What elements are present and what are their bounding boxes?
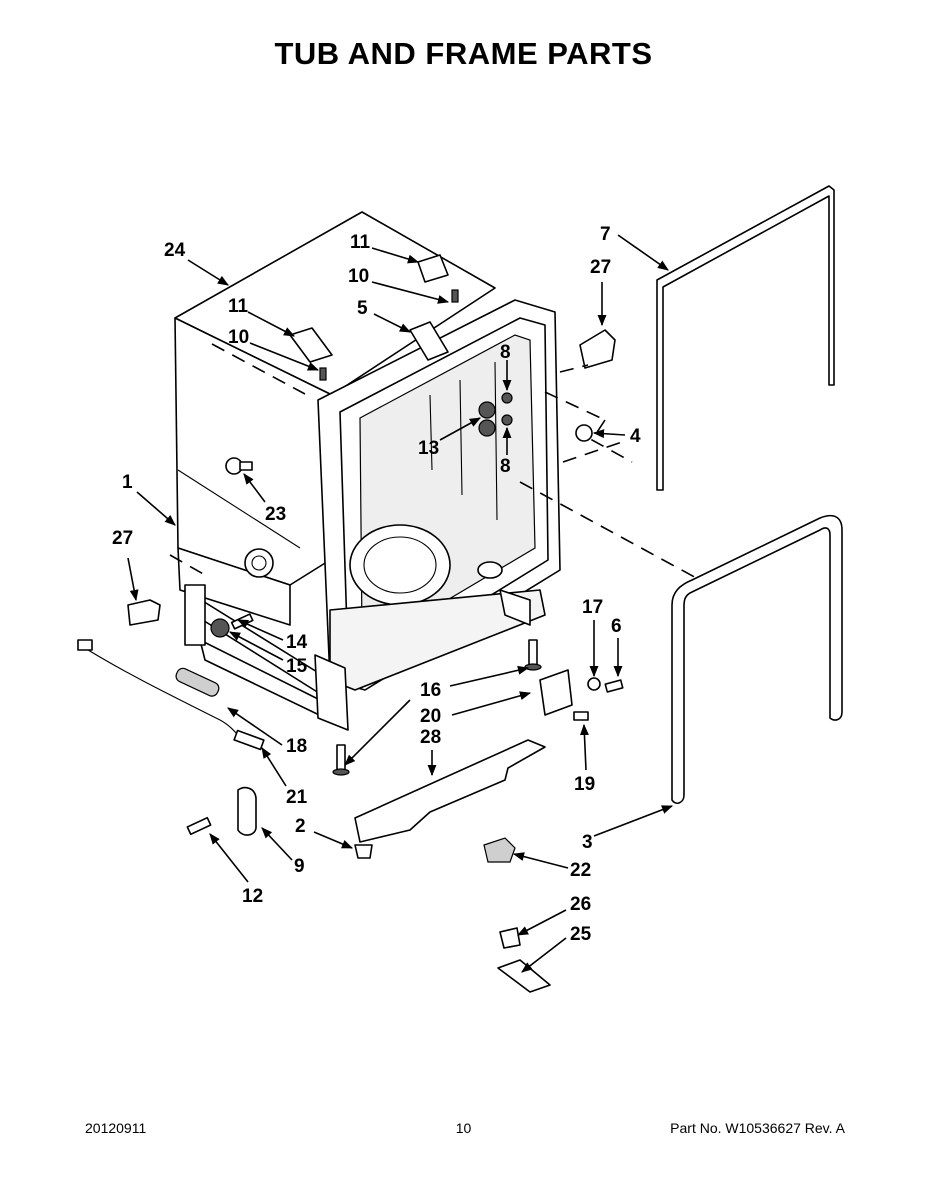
callout-4: 4 xyxy=(630,426,641,447)
callout-14: 14 xyxy=(286,632,308,653)
callout-15: 15 xyxy=(286,656,308,677)
callout-19: 19 xyxy=(574,774,595,795)
callout-labels: 24 11 10 5 11 10 7 27 8 4 13 8 1 23 27 1… xyxy=(112,224,641,945)
clip-22 xyxy=(483,837,516,863)
callout-27-left: 27 xyxy=(112,528,133,549)
callout-17: 17 xyxy=(582,597,603,618)
clip-27-left xyxy=(127,599,161,626)
callout-28: 28 xyxy=(420,727,441,748)
bracket-9 xyxy=(237,786,257,836)
callout-26: 26 xyxy=(570,894,591,915)
callout-8-top: 8 xyxy=(500,342,511,363)
bracket-25 xyxy=(497,959,551,993)
callout-21: 21 xyxy=(286,787,308,808)
thermostat-26 xyxy=(499,927,521,949)
fill-fitting-14-15 xyxy=(210,613,254,638)
callout-12: 12 xyxy=(242,886,263,907)
callout-13: 13 xyxy=(418,438,439,459)
bracket-20-hardware xyxy=(539,669,624,721)
callout-22: 22 xyxy=(570,860,591,881)
callout-7: 7 xyxy=(600,224,611,245)
clip-27-right xyxy=(579,329,616,369)
callout-6: 6 xyxy=(611,616,622,637)
callout-2: 2 xyxy=(295,816,306,837)
callout-16: 16 xyxy=(420,680,441,701)
callout-1: 1 xyxy=(122,472,133,493)
callout-23: 23 xyxy=(265,504,286,525)
footer-date: 20120911 xyxy=(85,1120,147,1136)
spring-and-cable xyxy=(77,639,265,751)
callout-5: 5 xyxy=(357,298,368,319)
foot-2 xyxy=(354,844,373,859)
footer-page-number: 10 xyxy=(455,1120,472,1136)
inlet-fittings xyxy=(478,392,513,437)
callout-11-top: 11 xyxy=(350,232,371,253)
gasket-7 xyxy=(656,185,835,491)
callout-25: 25 xyxy=(570,924,592,945)
callout-8-bottom: 8 xyxy=(500,456,511,477)
toe-panel-28 xyxy=(354,739,546,843)
gasket-3 xyxy=(671,514,843,804)
plug-4 xyxy=(575,424,593,442)
callout-27-right: 27 xyxy=(590,257,611,278)
leveling-legs-16 xyxy=(332,639,542,776)
callout-10-top: 10 xyxy=(348,266,369,287)
plug-23 xyxy=(225,457,253,475)
top-mounting-brackets xyxy=(289,254,459,381)
page-title: TUB AND FRAME PARTS xyxy=(274,36,653,71)
tub-assembly xyxy=(174,211,561,731)
alignment-lines xyxy=(169,343,701,581)
callout-18: 18 xyxy=(286,736,307,757)
screw-12 xyxy=(186,816,212,836)
callout-20: 20 xyxy=(420,706,441,727)
callout-3: 3 xyxy=(582,832,593,853)
callout-24: 24 xyxy=(164,240,186,261)
callout-9: 9 xyxy=(294,856,305,877)
leader-lines xyxy=(127,234,674,973)
footer-part-number: Part No. W10536627 Rev. A xyxy=(670,1120,845,1136)
callout-11-left: 11 xyxy=(228,296,249,317)
callout-10-left: 10 xyxy=(228,327,249,348)
